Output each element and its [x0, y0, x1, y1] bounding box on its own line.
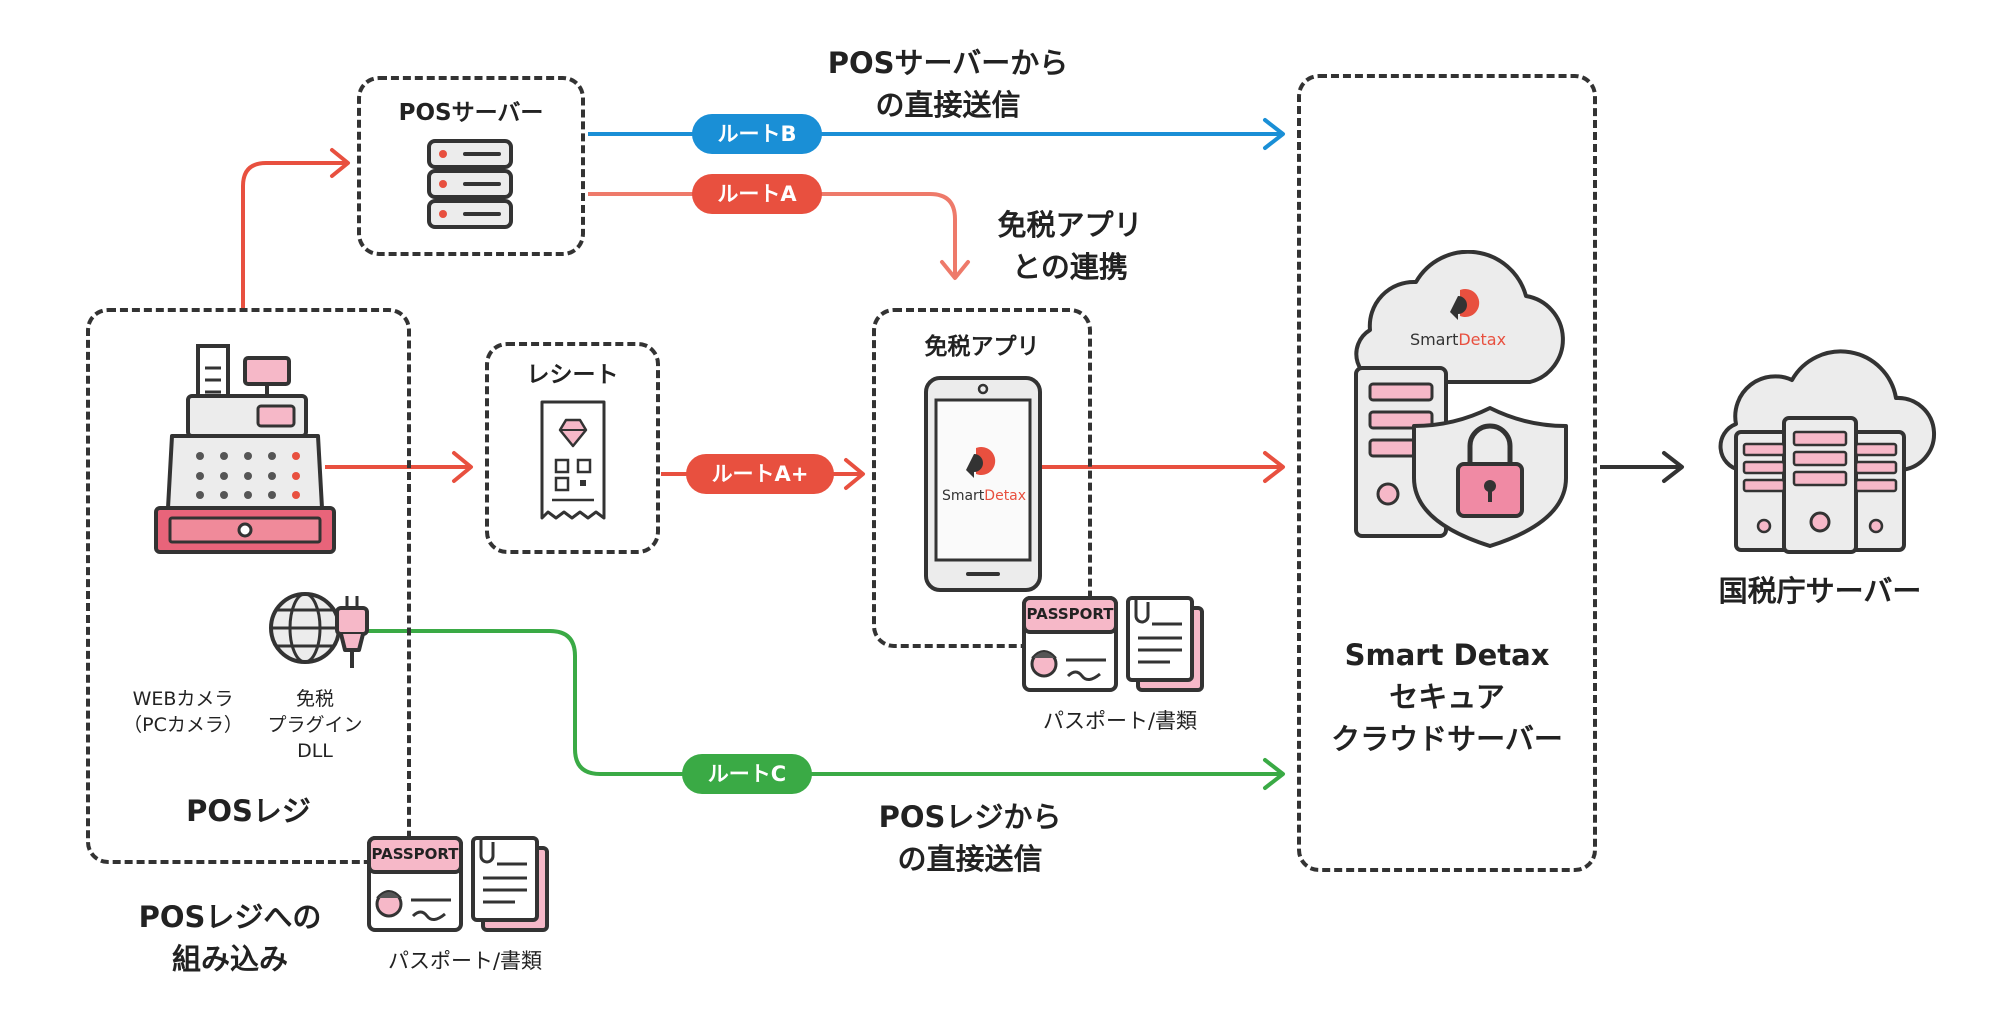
arrow-route-a: [588, 192, 957, 275]
route-b-pill: ルートB: [692, 114, 822, 154]
passport-docs-icon-register: [367, 836, 549, 932]
app-link-line2: との連携: [1012, 250, 1128, 284]
phone-brand-text: SmartDetax: [932, 488, 1036, 504]
arrow-route-c: [368, 629, 1280, 776]
cloud-label-line1: Smart Detax: [1344, 638, 1550, 672]
app-box: [872, 308, 1092, 648]
pos-register-direct-line2: の直接送信: [897, 842, 1043, 876]
passport-docs-icon-app: [1022, 596, 1204, 692]
nta-label: 国税庁サーバー: [1718, 574, 1922, 608]
globe-plug-icon: [269, 592, 369, 668]
pos-register-label: POSレジ: [186, 794, 311, 828]
passport-word-register: PASSPORT: [371, 845, 459, 863]
cloud-label-line3: クラウドサーバー: [1331, 722, 1563, 756]
embed-line2: 組み込み: [171, 942, 288, 976]
cloud-brand-detax: Detax: [1458, 330, 1507, 349]
pos-register-box: [86, 308, 411, 864]
plugin-label-line1: 免税: [295, 688, 334, 710]
embed-line1: POSレジへの: [138, 900, 322, 934]
pos-server-direct-line1: POSサーバーから: [827, 46, 1069, 80]
webcam-label-line2: （PCカメラ）: [123, 714, 243, 736]
passport-word-app: PASSPORT: [1026, 605, 1114, 623]
route-a-pill: ルートA: [692, 174, 822, 214]
receipt-box: [485, 342, 660, 554]
webcam-label-line1: WEBカメラ: [132, 688, 234, 710]
server-icon: [427, 139, 513, 229]
plugin-label-line2: プラグイン: [267, 714, 363, 736]
pos-server-direct-line2: の直接送信: [875, 88, 1021, 122]
app-label: 免税アプリ: [924, 334, 1040, 360]
nta-cloud-servers-icon: [1718, 349, 1937, 554]
passport-caption-app: パスポート/書類: [1042, 709, 1198, 733]
arrow-register-to-server: [241, 161, 345, 308]
cloud-brand-smart: Smart: [1409, 330, 1459, 349]
plugin-label-line3: DLL: [297, 740, 333, 762]
cloud-brand-text: SmartDetax: [1398, 330, 1518, 349]
pos-server-box: [357, 76, 585, 256]
route-c-pill: ルートC: [682, 754, 812, 794]
brand-detax: Detax: [984, 488, 1027, 504]
receipt-label: レシート: [526, 362, 619, 388]
cloud-label-line2: セキュア: [1389, 680, 1505, 714]
route-a-plus-pill: ルートA+: [686, 454, 834, 494]
receipt-icon: [540, 400, 606, 520]
pos-server-label: POSサーバー: [398, 100, 544, 126]
secure-cloud-server-icon: [1354, 250, 1568, 548]
brand-smart: Smart: [941, 488, 985, 504]
passport-caption-register: パスポート/書類: [387, 949, 543, 973]
app-link-line1: 免税アプリ: [997, 208, 1143, 242]
pos-register-direct-line1: POSレジから: [878, 800, 1062, 834]
cloud-box: [1297, 74, 1597, 872]
cash-register-icon: [154, 344, 336, 554]
smartphone-icon: [924, 376, 1042, 592]
